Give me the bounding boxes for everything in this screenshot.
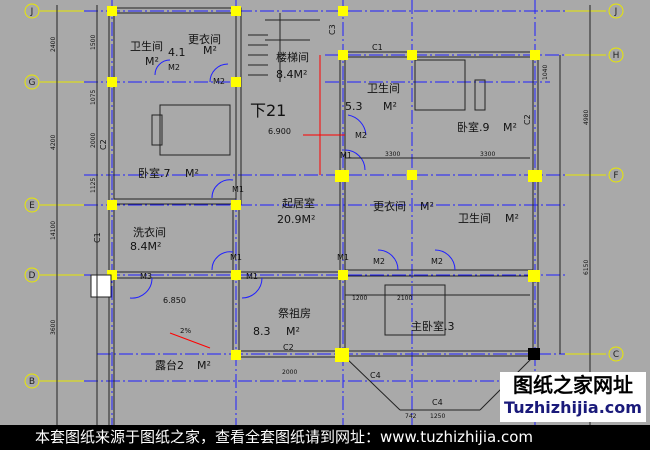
axis-label-c: C — [613, 350, 619, 360]
door-m1: M1 — [246, 272, 258, 281]
axis-label-g: G — [29, 78, 36, 88]
down-label: 下21 — [250, 101, 286, 120]
source-banner: 本套图纸来源于图纸之家，查看全套图纸请到网址：www.tuzhizhijia.c… — [0, 425, 650, 450]
axis-label-e: E — [29, 201, 35, 211]
room-bath3: 卫生间 — [458, 211, 491, 225]
room-bedroom2: 卧室.9 — [457, 120, 490, 134]
stairs — [248, 19, 320, 76]
dim-text: 1075 — [90, 90, 97, 105]
dim-text: 1250 — [430, 413, 445, 420]
axis-label-d: D — [29, 271, 36, 281]
dim-text: 2400 — [50, 37, 57, 52]
dim-text: 2000 — [282, 369, 297, 376]
room-laundry-area: 8.4M² — [130, 240, 161, 253]
window-c1: C1 — [372, 43, 383, 52]
flue — [90, 274, 112, 298]
room-bath2-unit: M² — [383, 100, 397, 113]
dim-text: 1500 — [90, 35, 97, 50]
door-m2: M2 — [213, 77, 225, 86]
window-c4: C4 — [370, 371, 381, 380]
room-bath1: 卫生间 — [130, 39, 163, 53]
axis-leads — [40, 10, 606, 382]
dimension-lines — [56, 5, 591, 425]
door-m1: M1 — [230, 253, 242, 262]
axis-grid — [84, 0, 565, 425]
axis-label-b: B — [29, 377, 35, 387]
door-m1: M1 — [232, 185, 244, 194]
level-6850: 6.850 — [163, 296, 186, 305]
door-m1: M1 — [337, 253, 349, 262]
room-bath3-unit: M² — [505, 212, 519, 225]
door-m3: M3 — [140, 272, 152, 281]
window-c3: C3 — [328, 24, 337, 35]
axis-bubbles-left — [24, 3, 624, 389]
room-closet2: 更衣间 — [373, 199, 406, 213]
window-c2: C2 — [523, 114, 532, 125]
room-closet1-unit: M² — [203, 44, 217, 57]
room-bath1-unit: M² — [145, 55, 159, 68]
slope-label: 2% — [180, 327, 191, 335]
door-m2: M2 — [355, 131, 367, 140]
room-bedroom1: 卧室.7 — [138, 166, 171, 180]
room-ancestral: 祭祖房 — [278, 306, 311, 320]
dim-text: 6150 — [583, 260, 590, 275]
axis-label-j-right: J — [614, 7, 618, 17]
column-dark — [528, 348, 540, 360]
window-c2: C2 — [99, 139, 108, 150]
dim-text: 1125 — [90, 178, 97, 193]
columns — [107, 6, 542, 362]
room-bedroom1-unit: M² — [185, 167, 199, 180]
walls — [108, 7, 539, 425]
dim-text: 3300 — [480, 151, 495, 158]
room-bedroom2-unit: M² — [503, 121, 517, 134]
door-m2: M2 — [168, 63, 180, 72]
room-stair-area: 8.4M² — [276, 68, 307, 81]
watermark-url: Tuzhizhijia.com — [504, 398, 642, 417]
room-master: 主卧室.3 — [411, 319, 455, 333]
door-m2: M2 — [373, 257, 385, 266]
dim-text: 1200 — [352, 295, 367, 302]
room-ancestral-unit: M² — [286, 325, 300, 338]
dim-text: 4200 — [50, 135, 57, 150]
room-stair: 楼梯间 — [276, 50, 309, 64]
room-laundry: 洗衣间 — [133, 225, 166, 239]
room-closet2-unit: M² — [420, 200, 434, 213]
dim-text: 742 — [405, 413, 417, 420]
room-bath2: 卫生间 — [367, 81, 400, 95]
room-terrace-unit: M² — [197, 359, 211, 372]
dim-text: 4980 — [583, 110, 590, 125]
window-c4: C4 — [432, 398, 443, 407]
red-dimension — [169, 55, 345, 349]
watermark-logo: 图纸之家网址 Tuzhizhijia.com — [500, 372, 646, 422]
room-closet1: 更衣间 — [188, 32, 221, 46]
door-m2: M2 — [431, 257, 443, 266]
dim-text: 2000 — [90, 133, 97, 148]
watermark-title: 图纸之家网址 — [513, 373, 633, 397]
door-m1: M1 — [340, 151, 352, 160]
room-terrace: 露台2 — [155, 358, 184, 372]
room-living-area: 20.9M² — [277, 213, 315, 226]
window-c2: C2 — [283, 343, 294, 352]
door-swings — [129, 59, 456, 299]
dim-text: 3300 — [385, 151, 400, 158]
axis-label-f: F — [613, 171, 618, 181]
level-6900: 6.900 — [268, 127, 291, 136]
room-living: 起居室 — [282, 196, 315, 210]
dim-text: 1040 — [542, 65, 549, 80]
dim-text: 14100 — [50, 221, 57, 240]
axis-label-j: J — [30, 7, 34, 17]
window-c1: C1 — [93, 232, 102, 243]
axis-label-h: H — [613, 51, 620, 61]
room-bath2-area: 5.3 — [345, 100, 363, 113]
room-ancestral-area: 8.3 — [253, 325, 271, 338]
room-bath1-area: 4.1 — [168, 46, 186, 59]
dim-text: 2100 — [397, 295, 412, 302]
dim-text: 3600 — [50, 320, 57, 335]
